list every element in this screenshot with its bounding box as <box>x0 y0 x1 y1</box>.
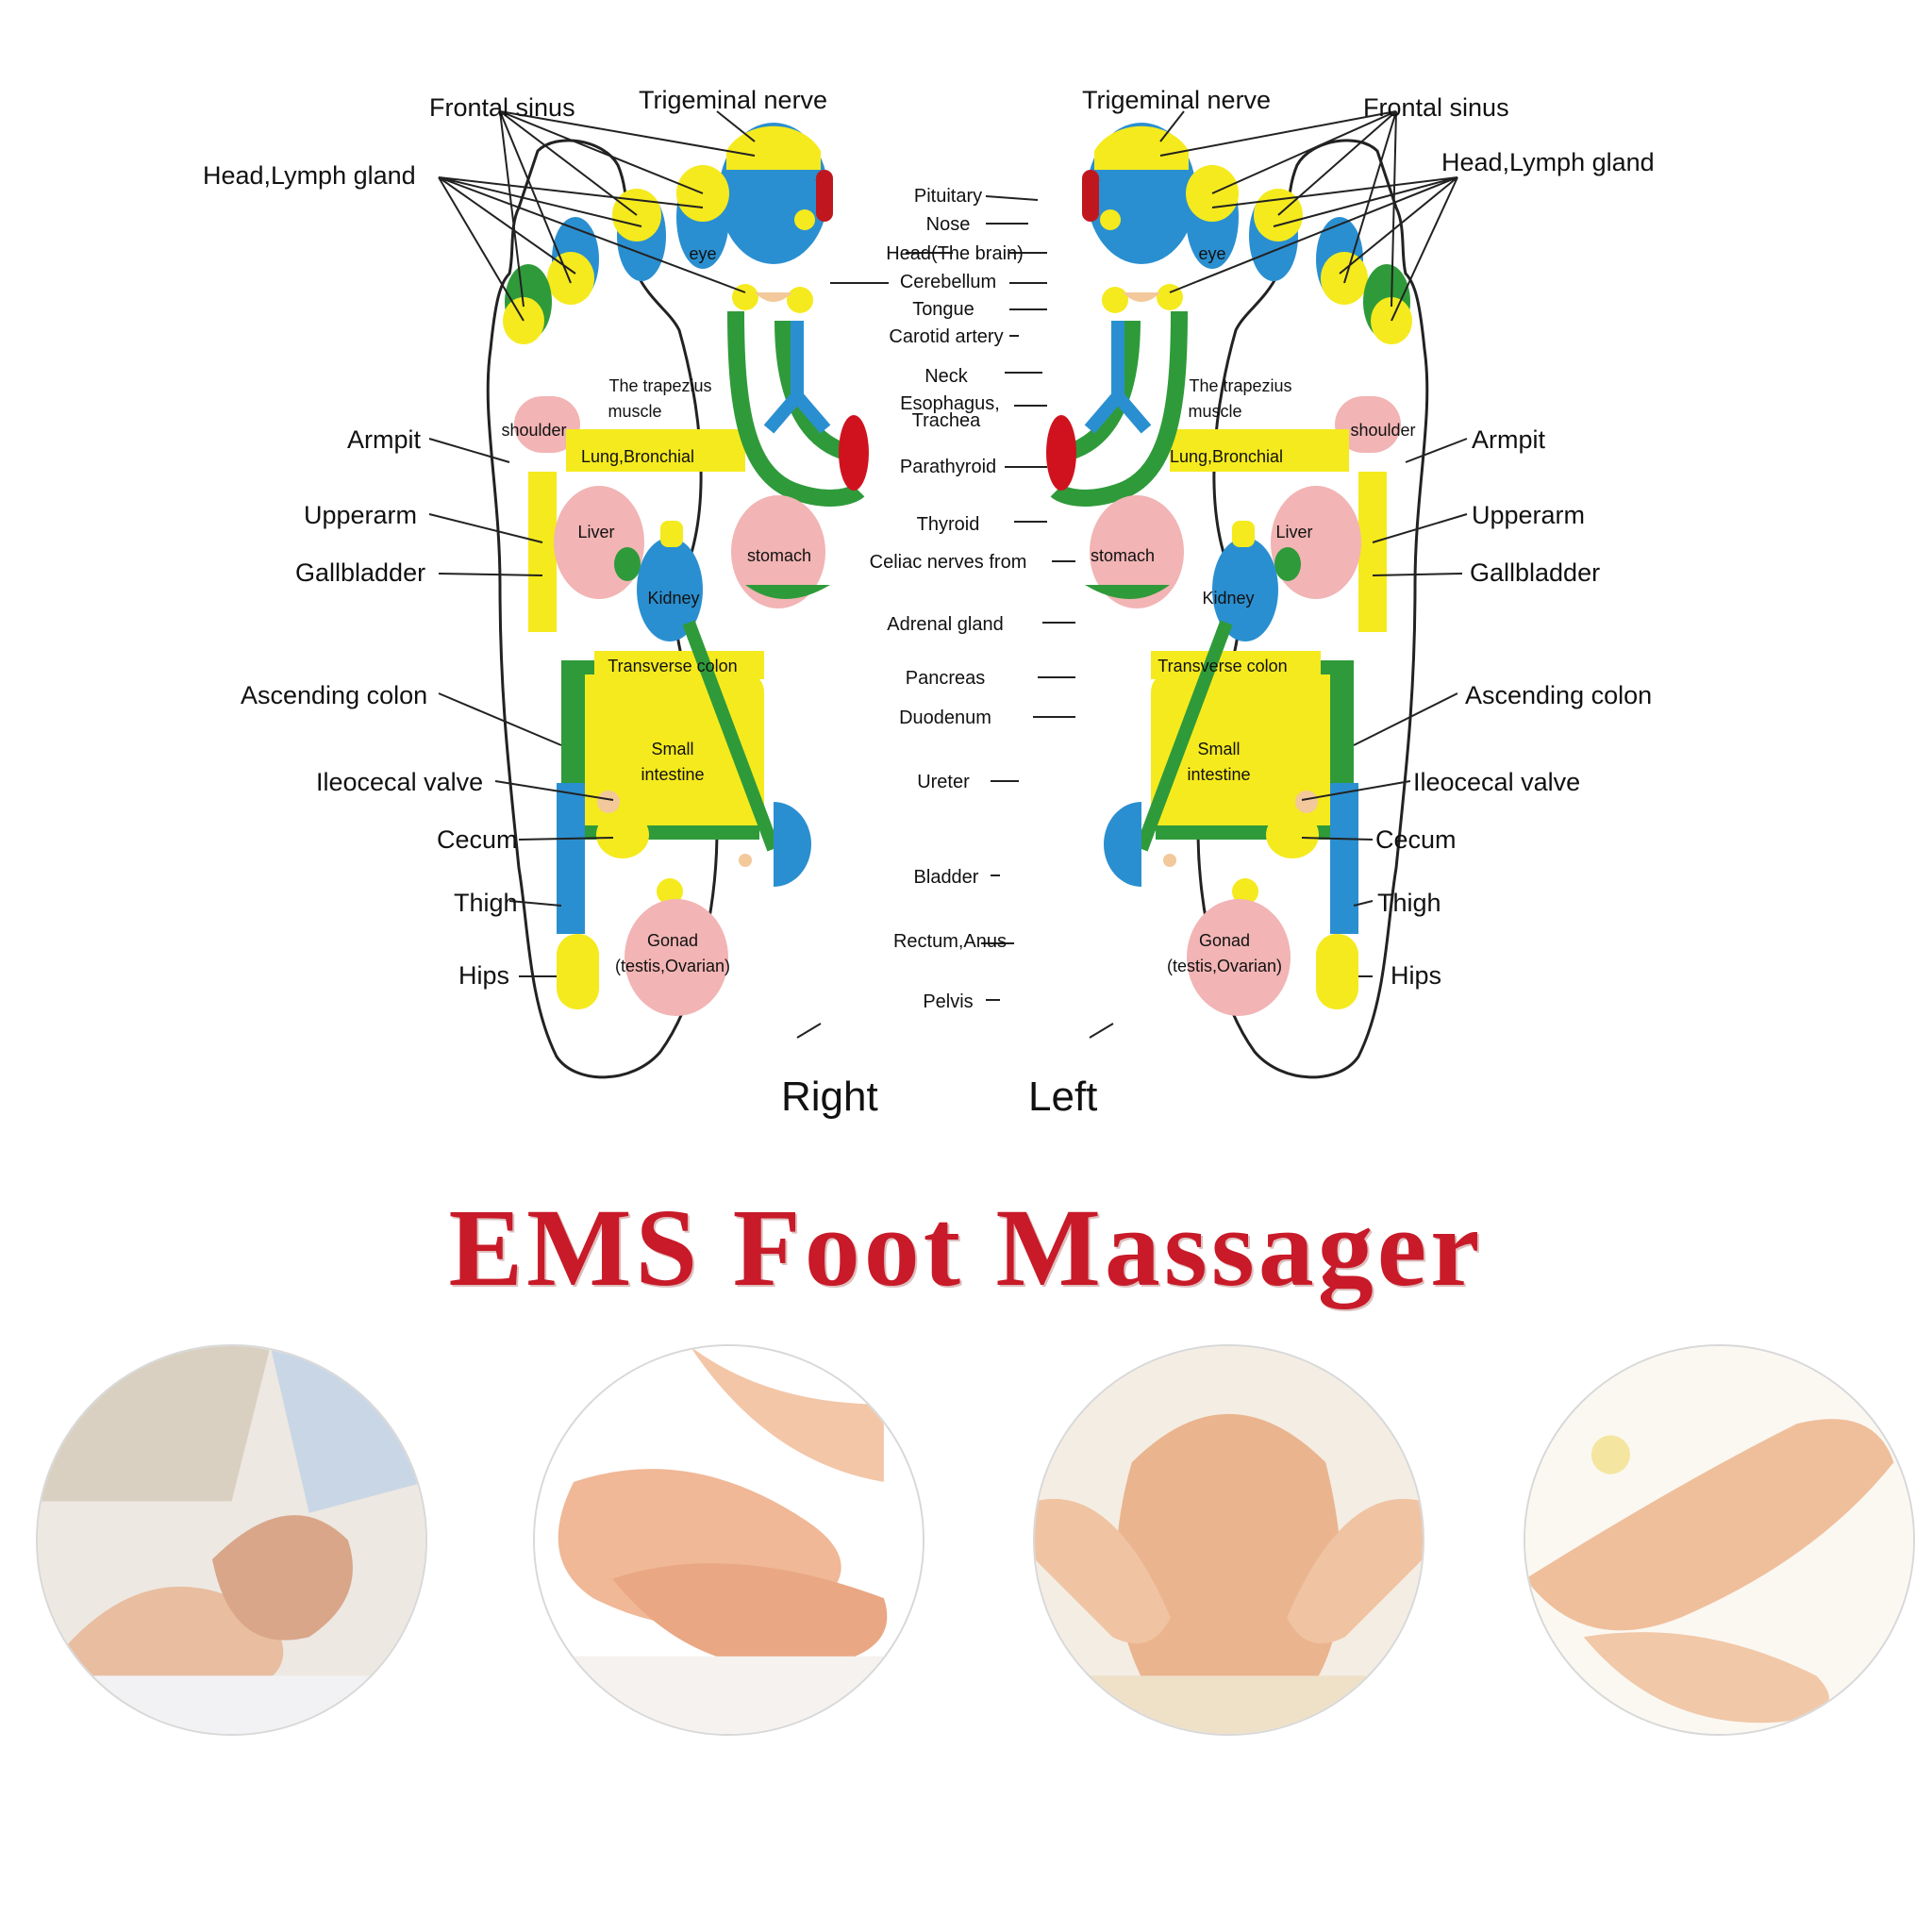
center-label-esophagus: Esophagus, <box>900 393 1000 414</box>
center-label-nose: Nose <box>926 214 971 235</box>
left-region-trapezius-2: muscle <box>1188 402 1241 421</box>
center-label-tongue: Tongue <box>912 299 974 320</box>
photo-foot-massage-1 <box>36 1344 427 1736</box>
center-label-pancreas: Pancreas <box>906 668 986 689</box>
left-label-ileocecal-valve: Ileocecal valve <box>1413 768 1580 796</box>
left-region-small-2: intestine <box>1187 765 1250 784</box>
center-label-ureter: Ureter <box>917 772 970 792</box>
center-label-neck: Neck <box>924 366 969 387</box>
right-region-eye: eye <box>689 244 716 263</box>
left-label-head-lymph-gland: Head,Lymph gland <box>1441 148 1655 176</box>
center-label-trachea: Trachea <box>912 410 982 431</box>
center-label-pelvis: Pelvis <box>923 991 973 1012</box>
right-label-frontal-sinus: Frontal sinus <box>429 93 575 122</box>
right-label-cecum: Cecum <box>437 825 518 854</box>
page-title: EMS Foot Massager <box>448 1186 1484 1309</box>
foot-reflexology-diagram: Frontal sinus Trigeminal nerve Head,Lymp… <box>203 86 1655 1120</box>
right-region-kidney: Kidney <box>647 589 699 608</box>
side-label-right: Right <box>781 1074 878 1120</box>
right-label-armpit: Armpit <box>347 425 422 454</box>
right-region-transverse-colon: Transverse colon <box>608 657 737 675</box>
center-label-cerebellum: Cerebellum <box>900 272 996 292</box>
left-label-frontal-sinus: Frontal sinus <box>1363 93 1509 122</box>
center-label-adrenal-gland: Adrenal gland <box>887 614 1003 635</box>
left-label-thigh: Thigh <box>1377 889 1441 917</box>
center-label-pituitary: Pituitary <box>914 186 982 207</box>
left-label-gallbladder: Gallbladder <box>1470 558 1600 587</box>
right-region-small-2: intestine <box>641 765 704 784</box>
center-label-duodenum: Duodenum <box>899 708 991 728</box>
center-label-thyroid: Thyroid <box>917 514 980 535</box>
right-region-small-1: Small <box>651 740 693 758</box>
leader-lines <box>428 110 1468 1039</box>
right-label-ascending-colon: Ascending colon <box>241 681 427 709</box>
right-label-upperarm: Upperarm <box>304 501 417 529</box>
left-region-gonad-1: Gonad <box>1199 931 1250 950</box>
left-label-hips: Hips <box>1391 961 1441 990</box>
photo-foot-massage-4 <box>1524 1344 1915 1736</box>
right-region-shoulder: shoulder <box>501 421 566 440</box>
center-label-celiac-nerves: Celiac nerves from <box>870 552 1027 573</box>
center-label-bladder: Bladder <box>914 867 979 888</box>
right-label-head-lymph-gland: Head,Lymph gland <box>203 161 416 190</box>
side-label-left: Left <box>1028 1074 1097 1120</box>
center-label-head-brain: Head(The brain) <box>886 243 1024 264</box>
photo-foot-massage-3 <box>1033 1344 1424 1736</box>
left-region-lung: Lung,Bronchial <box>1170 447 1283 466</box>
right-label-hips: Hips <box>458 961 509 990</box>
right-label-trigeminal-nerve: Trigeminal nerve <box>639 86 827 114</box>
left-region-gonad-2: (testis,Ovarian) <box>1167 957 1282 975</box>
right-label-gallbladder: Gallbladder <box>295 558 425 587</box>
left-label-upperarm: Upperarm <box>1472 501 1585 529</box>
right-region-trapezius-2: muscle <box>608 402 661 421</box>
right-region-gonad-1: Gonad <box>647 931 698 950</box>
right-region-liver: Liver <box>577 523 614 541</box>
left-region-transverse-colon: Transverse colon <box>1158 657 1287 675</box>
left-label-armpit: Armpit <box>1472 425 1546 454</box>
left-region-stomach: stomach <box>1091 546 1155 565</box>
right-region-stomach: stomach <box>747 546 811 565</box>
photo-foot-massage-2 <box>533 1344 924 1736</box>
left-label-trigeminal-nerve: Trigeminal nerve <box>1082 86 1271 114</box>
right-region-lung: Lung,Bronchial <box>581 447 694 466</box>
left-label-cecum: Cecum <box>1375 825 1457 854</box>
right-label-thigh: Thigh <box>454 889 518 917</box>
left-region-kidney: Kidney <box>1202 589 1254 608</box>
left-region-small-1: Small <box>1197 740 1240 758</box>
center-label-carotid-artery: Carotid artery <box>889 326 1003 347</box>
right-region-trapezius-1: The trapezius <box>608 376 711 395</box>
left-region-liver: Liver <box>1275 523 1312 541</box>
left-region-shoulder: shoulder <box>1350 421 1415 440</box>
center-label-parathyroid: Parathyroid <box>900 457 996 477</box>
left-region-trapezius-1: The trapezius <box>1189 376 1291 395</box>
center-label-rectum-anus: Rectum,Anus <box>893 931 1007 952</box>
right-region-gonad-2: (testis,Ovarian) <box>615 957 730 975</box>
left-label-ascending-colon: Ascending colon <box>1465 681 1652 709</box>
right-label-ileocecal-valve: Ileocecal valve <box>316 768 483 796</box>
left-region-eye: eye <box>1198 244 1225 263</box>
